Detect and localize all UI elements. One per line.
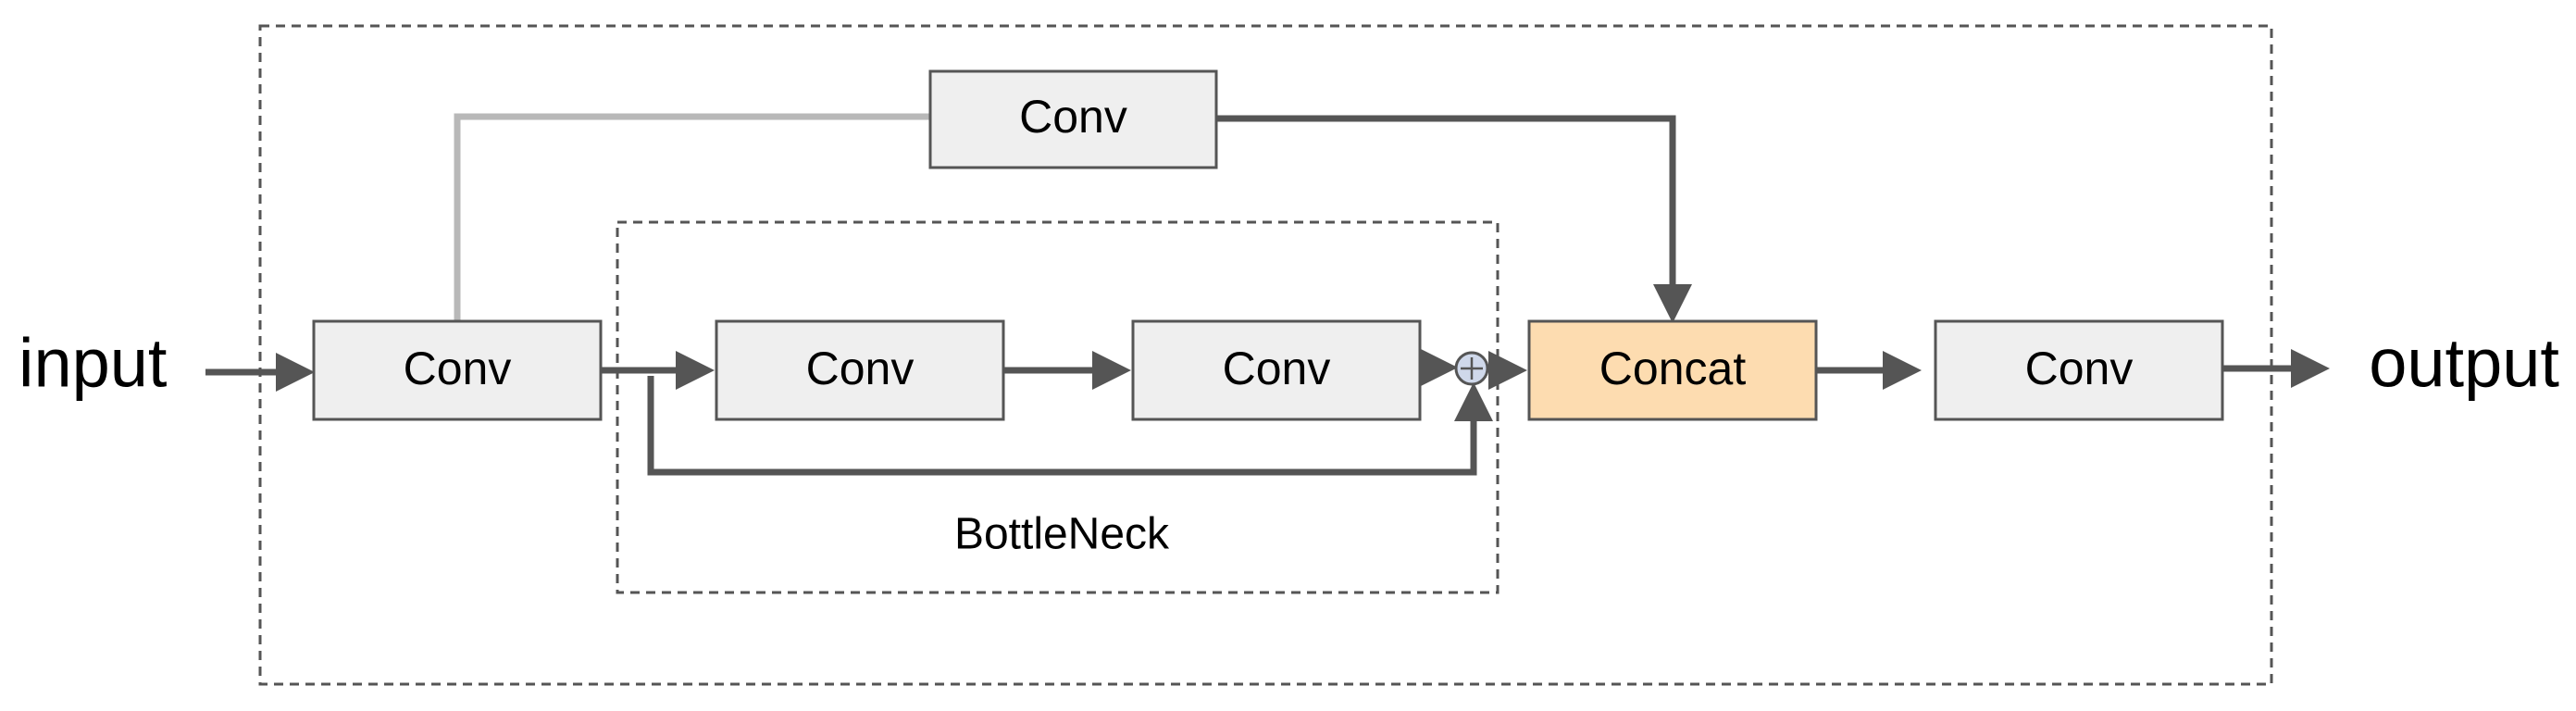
shortcut-to-concat-arrow	[1216, 115, 1692, 323]
input-label: input	[19, 325, 168, 402]
conv-shortcut-label: Conv	[1019, 91, 1127, 143]
concat-node: Concat	[1527, 319, 1818, 421]
conv-out-node: Conv	[1934, 319, 2224, 421]
conv-shortcut-node: Conv	[928, 69, 1218, 169]
bottleneck-conv2-label: Conv	[1223, 343, 1331, 394]
conv-main-label: Conv	[404, 343, 512, 394]
concat-label: Concat	[1599, 343, 1747, 394]
bottleneck-residual-line	[647, 376, 1493, 476]
bottleneck-conv2-node: Conv	[1131, 319, 1422, 421]
bottleneck-conv1-label: Conv	[806, 343, 915, 394]
conv-out-label: Conv	[2025, 343, 2134, 394]
bottleneck-conv1-node: Conv	[715, 319, 1005, 421]
add-node	[1454, 351, 1489, 386]
shortcut-branch-line	[454, 113, 930, 320]
bottleneck-group-border	[616, 220, 1500, 594]
output-label: output	[2369, 325, 2559, 402]
outer-module-border	[258, 24, 2273, 686]
bottleneck-label: BottleNeck	[954, 510, 1170, 559]
conv-main-node: Conv	[312, 319, 603, 421]
